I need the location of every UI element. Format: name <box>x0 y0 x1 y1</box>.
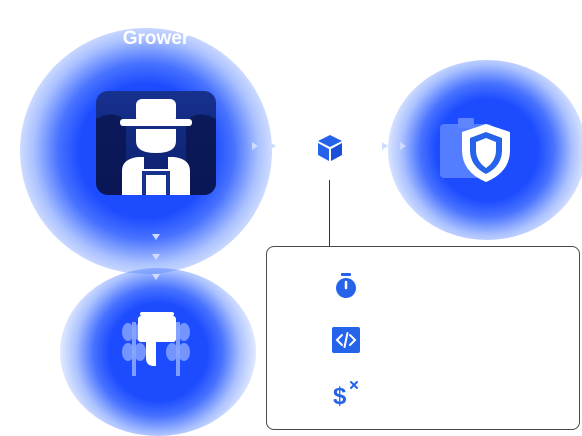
bad-quality-node[interactable] <box>120 302 192 381</box>
platform-hexagon[interactable] <box>300 115 360 181</box>
arrow-down-icon <box>152 234 160 240</box>
thumbs-down-crop-icon <box>122 312 190 376</box>
svg-text:$: $ <box>333 383 347 409</box>
cube-icon <box>302 116 358 180</box>
bad-quality-glow <box>60 268 256 436</box>
connector-line <box>329 180 330 246</box>
no-cost-icon: $ <box>331 379 361 409</box>
detail-row: $ <box>331 379 571 409</box>
detail-row <box>331 271 571 301</box>
arrow-right-icon <box>400 142 406 150</box>
farmer-tile[interactable] <box>96 91 216 195</box>
compliance-node[interactable] <box>440 118 514 189</box>
details-panel: $ <box>266 246 580 430</box>
arrow-right-icon <box>382 142 388 150</box>
arrow-right-icon <box>252 142 258 150</box>
timer-icon <box>331 271 361 301</box>
arrow-right-icon <box>270 142 276 150</box>
shield-icon <box>440 118 510 182</box>
arrow-down-icon <box>152 254 160 260</box>
code-icon <box>331 325 361 355</box>
farmer-icon <box>96 99 216 195</box>
detail-row <box>331 325 571 355</box>
arrow-down-icon <box>152 274 160 280</box>
grower-label: Grower <box>122 28 190 49</box>
